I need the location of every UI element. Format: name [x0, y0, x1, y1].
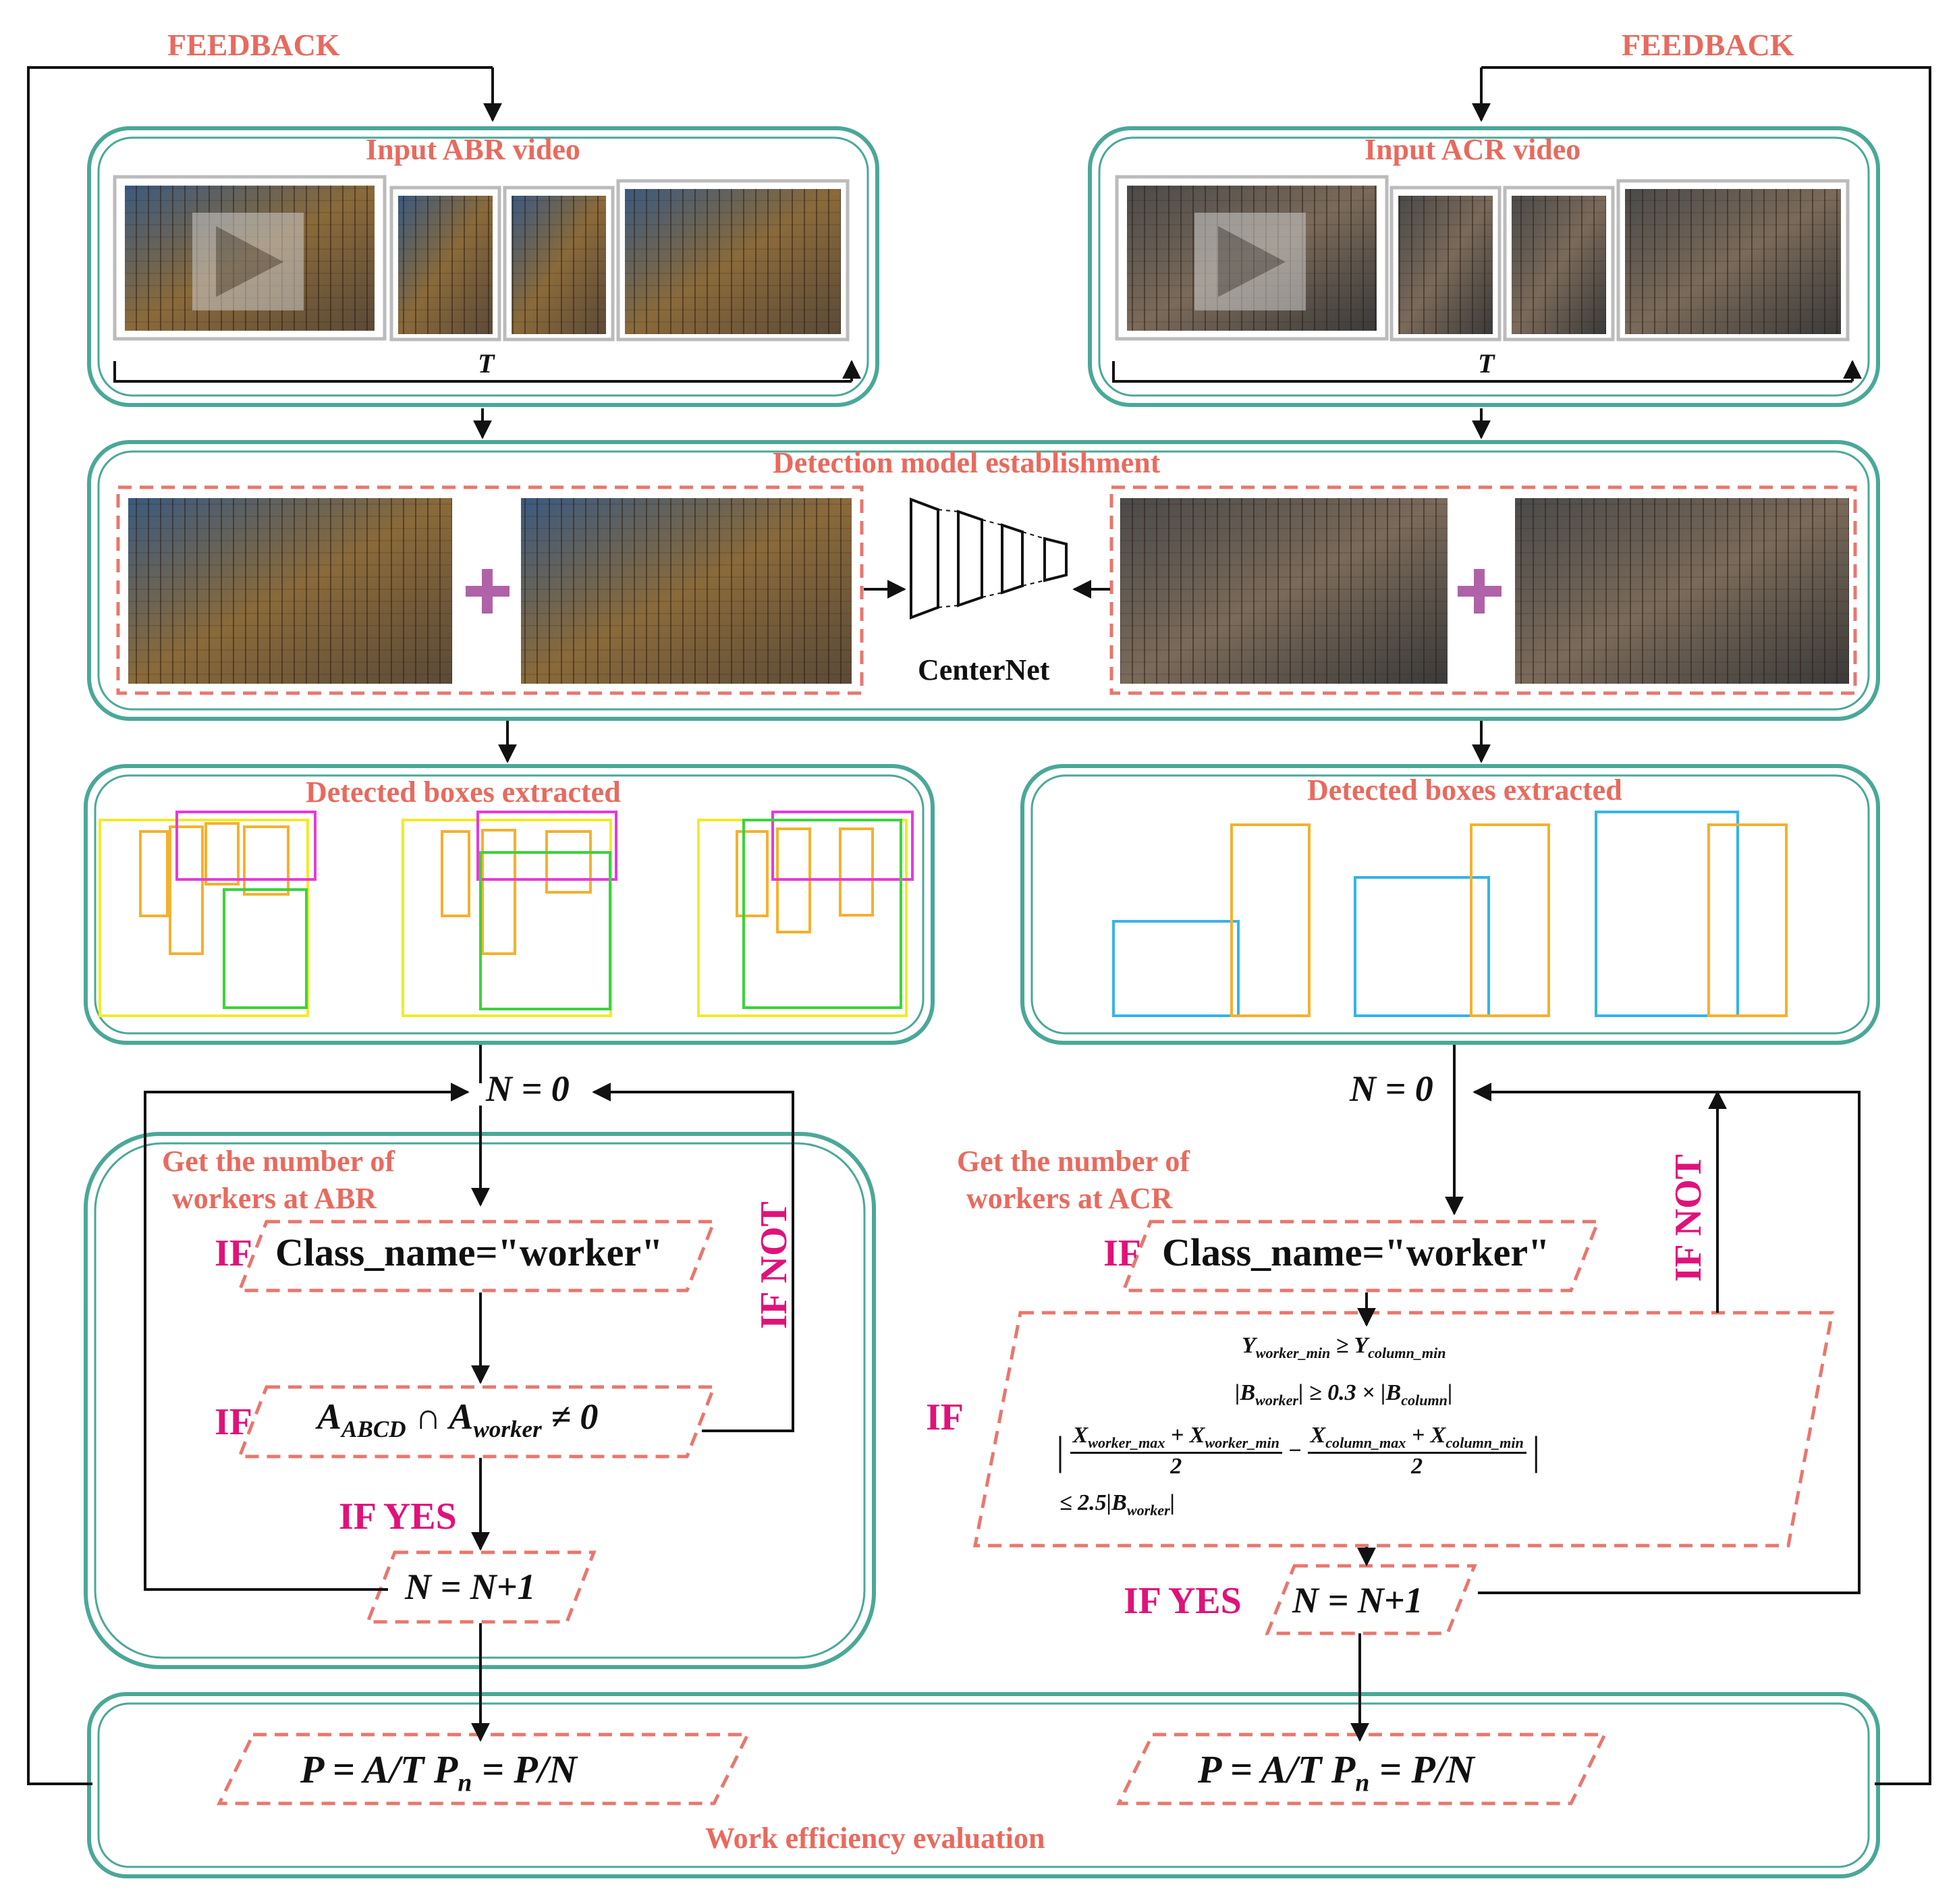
acr-condition-4: ≤ 2.5|Bworker|: [1059, 1490, 1176, 1519]
input-abr-box: [87, 126, 879, 407]
acr-count-title-2: workers at ACR: [966, 1182, 1173, 1215]
eval-formula-left: P = A/T Pn = P/N: [300, 1747, 577, 1797]
abr-if-not-label: IF NOT: [753, 1201, 795, 1330]
acr-if1-shape: [1121, 1220, 1601, 1293]
abr-if2-shape: [237, 1385, 717, 1459]
neural-network-icon: [910, 497, 1068, 620]
training-images: [128, 498, 1849, 684]
acr-condition-1: Yworker_min ≥ Ycolumn_min: [1242, 1333, 1446, 1361]
acr-detected-boxes: [1112, 811, 1788, 1017]
abr-count-title-2: workers at ABR: [172, 1182, 377, 1215]
abr-if2-keyword: IF: [215, 1401, 252, 1443]
evaluation-title: Work efficiency evaluation: [705, 1822, 1045, 1855]
abr-if1-shape: [237, 1220, 717, 1293]
input-acr-box: [1088, 126, 1880, 407]
abr-training-set: [116, 485, 864, 695]
abr-if-yes-label: IF YES: [339, 1496, 457, 1538]
detection-box: [87, 440, 1880, 721]
eval-left-shape: [216, 1733, 751, 1805]
acr-video-frames: [1115, 175, 1850, 342]
input-acr-title: Input ACR video: [1365, 133, 1581, 166]
acr-increment: N = N+1: [1292, 1580, 1423, 1621]
abr-time-label: T: [478, 348, 495, 379]
eval-formula-right: P = A/T Pn = P/N: [1198, 1747, 1475, 1797]
abr-increment: N = N+1: [405, 1567, 536, 1607]
acr-count-title-1: Get the number of: [957, 1145, 1190, 1178]
acr-conditions-shape: [972, 1311, 1835, 1548]
play-icon: [1194, 213, 1306, 310]
abr-if1-text: Class_name="worker": [275, 1230, 663, 1274]
feedback-right-label: FEEDBACK: [1622, 28, 1794, 62]
feedback-left-label: FEEDBACK: [167, 28, 340, 62]
boxes-left-title: Detected boxes extracted: [306, 776, 621, 809]
acr-if2-keyword: IF: [926, 1396, 964, 1438]
boxes-left-box: [84, 764, 935, 1045]
abr-detected-boxes: [99, 811, 914, 1017]
abr-if2-expr: AABCD ∩ Aworker ≠ 0: [317, 1396, 599, 1442]
abr-count-title-1: Get the number of: [162, 1145, 395, 1178]
acr-condition-2: |Bworker| ≥ 0.3 × |Bcolumn|: [1235, 1380, 1453, 1409]
input-abr-title: Input ABR video: [366, 133, 580, 166]
play-icon: [192, 213, 304, 310]
abr-n-init: N = 0: [486, 1068, 570, 1109]
acr-if1-keyword: IF: [1103, 1232, 1141, 1274]
plus-icon: [466, 569, 1502, 614]
abr-increment-shape: [365, 1550, 597, 1624]
acr-if-yes-label: IF YES: [1124, 1580, 1242, 1622]
boxes-right-box: [1020, 764, 1880, 1045]
eval-right-shape: [1116, 1733, 1608, 1805]
detection-title: Detection model establishment: [773, 446, 1161, 479]
acr-increment-shape: [1265, 1564, 1477, 1635]
abr-if1-keyword: IF: [215, 1232, 252, 1274]
abr-video-frames: [113, 175, 850, 342]
boxes-right-title: Detected boxes extracted: [1307, 773, 1622, 807]
acr-time-label: T: [1478, 348, 1495, 379]
centernet-label: CenterNet: [918, 653, 1050, 686]
acr-n-init: N = 0: [1350, 1068, 1433, 1109]
acr-if-not-label: IF NOT: [1668, 1154, 1709, 1282]
acr-if1-text: Class_name="worker": [1162, 1230, 1550, 1274]
acr-training-set: [1109, 485, 1857, 695]
